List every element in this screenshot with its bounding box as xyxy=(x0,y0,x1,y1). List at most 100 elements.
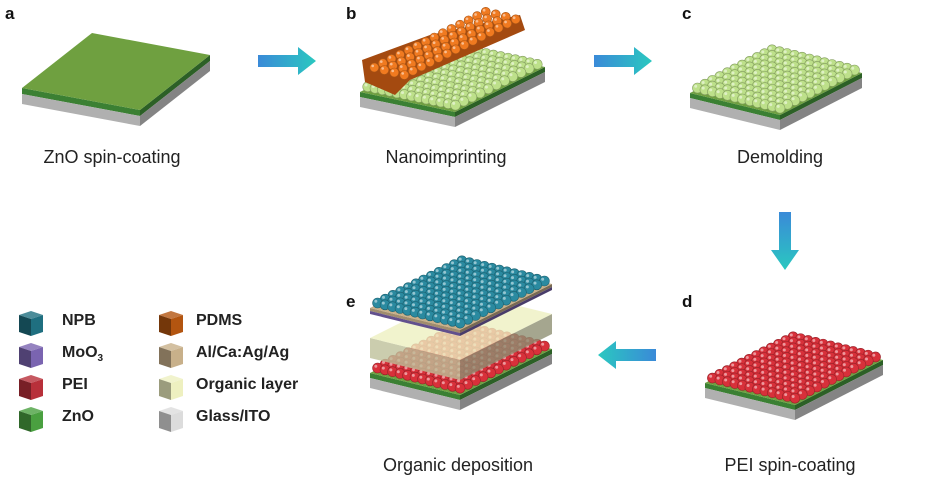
nanodome-d-highlight xyxy=(797,352,801,356)
nanodome-c-highlight xyxy=(731,88,735,92)
legend-cube-icon xyxy=(159,375,183,400)
nanodome-c-highlight xyxy=(754,76,758,80)
nanodome-d-highlight xyxy=(813,378,817,382)
pdms-dome-highlight xyxy=(407,54,410,57)
pdms-dome-highlight xyxy=(512,16,516,20)
pdms-dome xyxy=(433,53,444,63)
nanodome-d-highlight xyxy=(776,374,780,378)
substrate-c-side xyxy=(780,73,862,120)
nanodome-npb-highlight xyxy=(503,274,507,278)
nanodome-npb-highlight xyxy=(480,280,484,284)
nanodome-d-highlight xyxy=(805,365,809,369)
nanodome-d-highlight xyxy=(805,359,809,363)
nanodome-d-highlight xyxy=(789,333,793,337)
nanodome-npb-highlight xyxy=(458,280,461,284)
nanodome-b-highlight xyxy=(409,87,413,91)
pdms-dome-highlight xyxy=(502,13,506,17)
nanodome-d-highlight xyxy=(753,374,757,378)
nanodome-d-highlight xyxy=(782,348,786,352)
legend-label: MoO3 xyxy=(62,344,104,365)
pdms-dome-highlight xyxy=(449,32,453,36)
nanodome-d-highlight xyxy=(761,365,764,369)
nanodome-npb-highlight xyxy=(420,288,423,292)
nanodome-c-highlight xyxy=(746,74,750,78)
nanodome-b-highlight xyxy=(446,89,450,93)
nanodome-c-highlight xyxy=(701,80,705,84)
nanodome-c-highlight xyxy=(783,72,787,76)
nanodome-c-highlight xyxy=(746,80,750,84)
electrode-layer-e-side xyxy=(460,284,552,333)
nanodome-b-highlight xyxy=(497,53,501,57)
panel-label-c: c xyxy=(682,4,692,23)
nanodome-npb-highlight xyxy=(503,285,507,289)
nanodome-b-highlight xyxy=(489,57,493,61)
nanodome-npb-highlight xyxy=(374,299,378,303)
nanodome-d-highlight xyxy=(745,356,749,360)
nanodome-npb-highlight xyxy=(404,290,408,294)
nanodome-npb-highlight xyxy=(435,291,438,295)
nanodome-c-highlight xyxy=(821,70,825,74)
pdms-dome xyxy=(379,65,390,75)
nanodome-e-highlight xyxy=(533,346,537,350)
nanodome-c-highlight xyxy=(776,59,780,63)
nanodome-b-highlight xyxy=(444,100,448,104)
nanodome-d-highlight xyxy=(783,370,787,374)
nanodome-npb-highlight xyxy=(541,277,545,281)
nanodome-npb-highlight xyxy=(450,295,453,299)
nanodome-npb-highlight xyxy=(427,284,431,288)
nanodome-d-highlight xyxy=(783,381,787,385)
substrate-c-side xyxy=(780,78,862,130)
legend-cube-icon xyxy=(159,311,183,336)
nanodome-d-highlight xyxy=(775,346,779,350)
nanodome-e-highlight xyxy=(404,366,408,370)
electrode-layer-e-side xyxy=(460,287,552,336)
pdms-dome-highlight xyxy=(459,35,463,38)
nanodome-npb-highlight xyxy=(434,303,438,307)
nanodome-e-highlight xyxy=(434,373,438,377)
nanodome-c-highlight xyxy=(754,71,757,75)
nanodome-npb-highlight xyxy=(511,276,514,280)
nanodome-d-highlight xyxy=(797,340,801,344)
nanodome-d-highlight xyxy=(775,352,779,356)
nanodome-c-highlight xyxy=(791,74,795,78)
nanodome-c-highlight xyxy=(851,66,855,70)
nanodome-d-highlight xyxy=(768,355,772,359)
nanodome-b-highlight xyxy=(456,73,460,77)
nanodome-c-highlight xyxy=(784,84,788,88)
nanodome-npb-highlight xyxy=(480,285,484,289)
nanodome-d-highlight xyxy=(804,337,808,341)
nanodome-d-highlight xyxy=(791,394,795,398)
nanodome-d-highlight xyxy=(739,382,743,386)
nanodome-npb-highlight xyxy=(442,282,446,286)
legend-cube-icon xyxy=(19,343,43,368)
nanodome-e-highlight xyxy=(495,365,499,369)
pdms-dome-highlight xyxy=(494,18,497,21)
pdms-dome-highlight xyxy=(474,13,477,16)
nanodome-npb-highlight xyxy=(480,274,484,278)
nanodome-c-highlight xyxy=(783,61,787,65)
nanodome-c-highlight xyxy=(754,99,758,103)
nanodome-e-highlight xyxy=(381,366,385,370)
nanodome-npb-highlight xyxy=(457,302,461,306)
substrate-a-side xyxy=(22,88,140,116)
nanodome-c-highlight xyxy=(768,63,772,67)
pdms-dome-highlight xyxy=(469,37,473,41)
nanodome-d-highlight xyxy=(784,393,788,397)
nanodome-npb-highlight xyxy=(487,298,491,302)
nanodome-npb-highlight xyxy=(450,278,454,282)
nanodome-c-highlight xyxy=(769,97,773,101)
pdms-dome-highlight xyxy=(427,59,430,62)
pdms-dome-highlight xyxy=(482,8,486,12)
nanodome-npb-highlight xyxy=(464,316,468,320)
nanodome-npb-highlight xyxy=(472,300,476,304)
nanodome-c-highlight xyxy=(776,71,780,75)
pdms-dome xyxy=(399,70,410,80)
nanodome-c-highlight xyxy=(746,91,750,95)
nanodome-npb-highlight xyxy=(518,272,522,276)
nanodome-c-highlight xyxy=(709,77,713,81)
nanodome-e-highlight xyxy=(518,354,522,358)
nanodome-d-highlight xyxy=(746,378,750,382)
nanodome-c-highlight xyxy=(731,71,735,75)
nanodome-b-highlight xyxy=(471,76,475,80)
nanodome-c-highlight xyxy=(731,93,735,97)
